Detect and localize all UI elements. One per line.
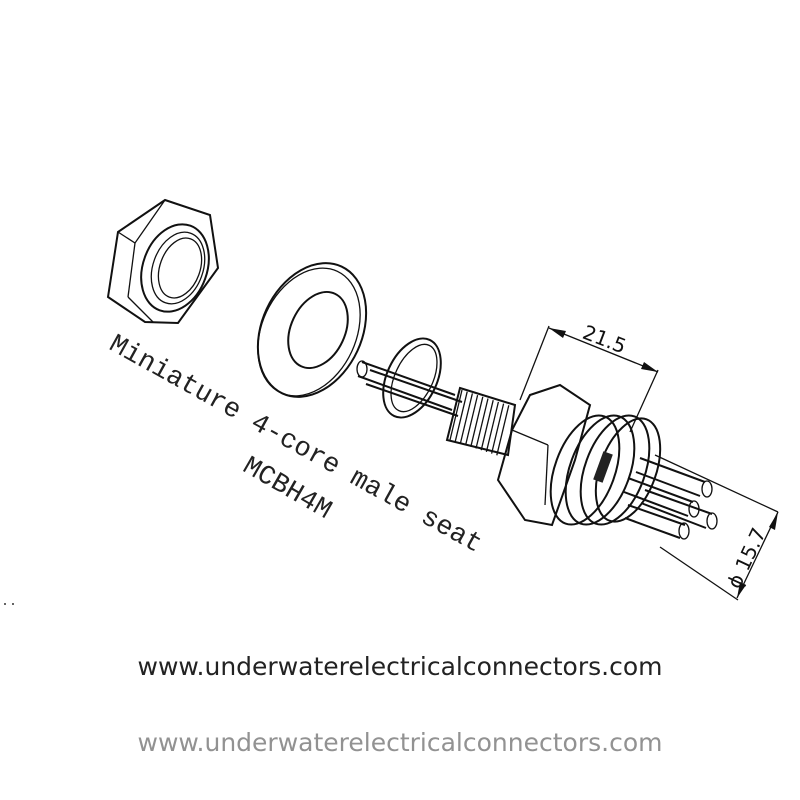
front-pins <box>623 457 718 540</box>
hex-nut <box>106 198 220 325</box>
thread-line <box>459 393 474 444</box>
front-shell <box>549 414 662 526</box>
thread-line <box>490 403 505 454</box>
thread-line <box>475 398 489 449</box>
thread-line <box>464 394 479 446</box>
hex-flange <box>496 383 592 527</box>
threaded-body <box>445 386 517 457</box>
thread-line <box>496 405 510 456</box>
watermark: www.underwaterelectricalconnectors.com <box>137 728 663 757</box>
flat-washer <box>256 262 368 398</box>
thread-line <box>480 400 494 451</box>
thread-line <box>449 389 463 441</box>
footer-url: www.underwaterelectricalconnectors.com <box>137 652 663 681</box>
thread-line <box>454 391 468 442</box>
rear-pins <box>356 360 463 417</box>
thread-line <box>485 401 500 453</box>
thread-line <box>470 396 484 447</box>
dimension-lines <box>519 325 779 601</box>
o-ring <box>382 337 442 419</box>
edge-mark <box>4 603 14 605</box>
